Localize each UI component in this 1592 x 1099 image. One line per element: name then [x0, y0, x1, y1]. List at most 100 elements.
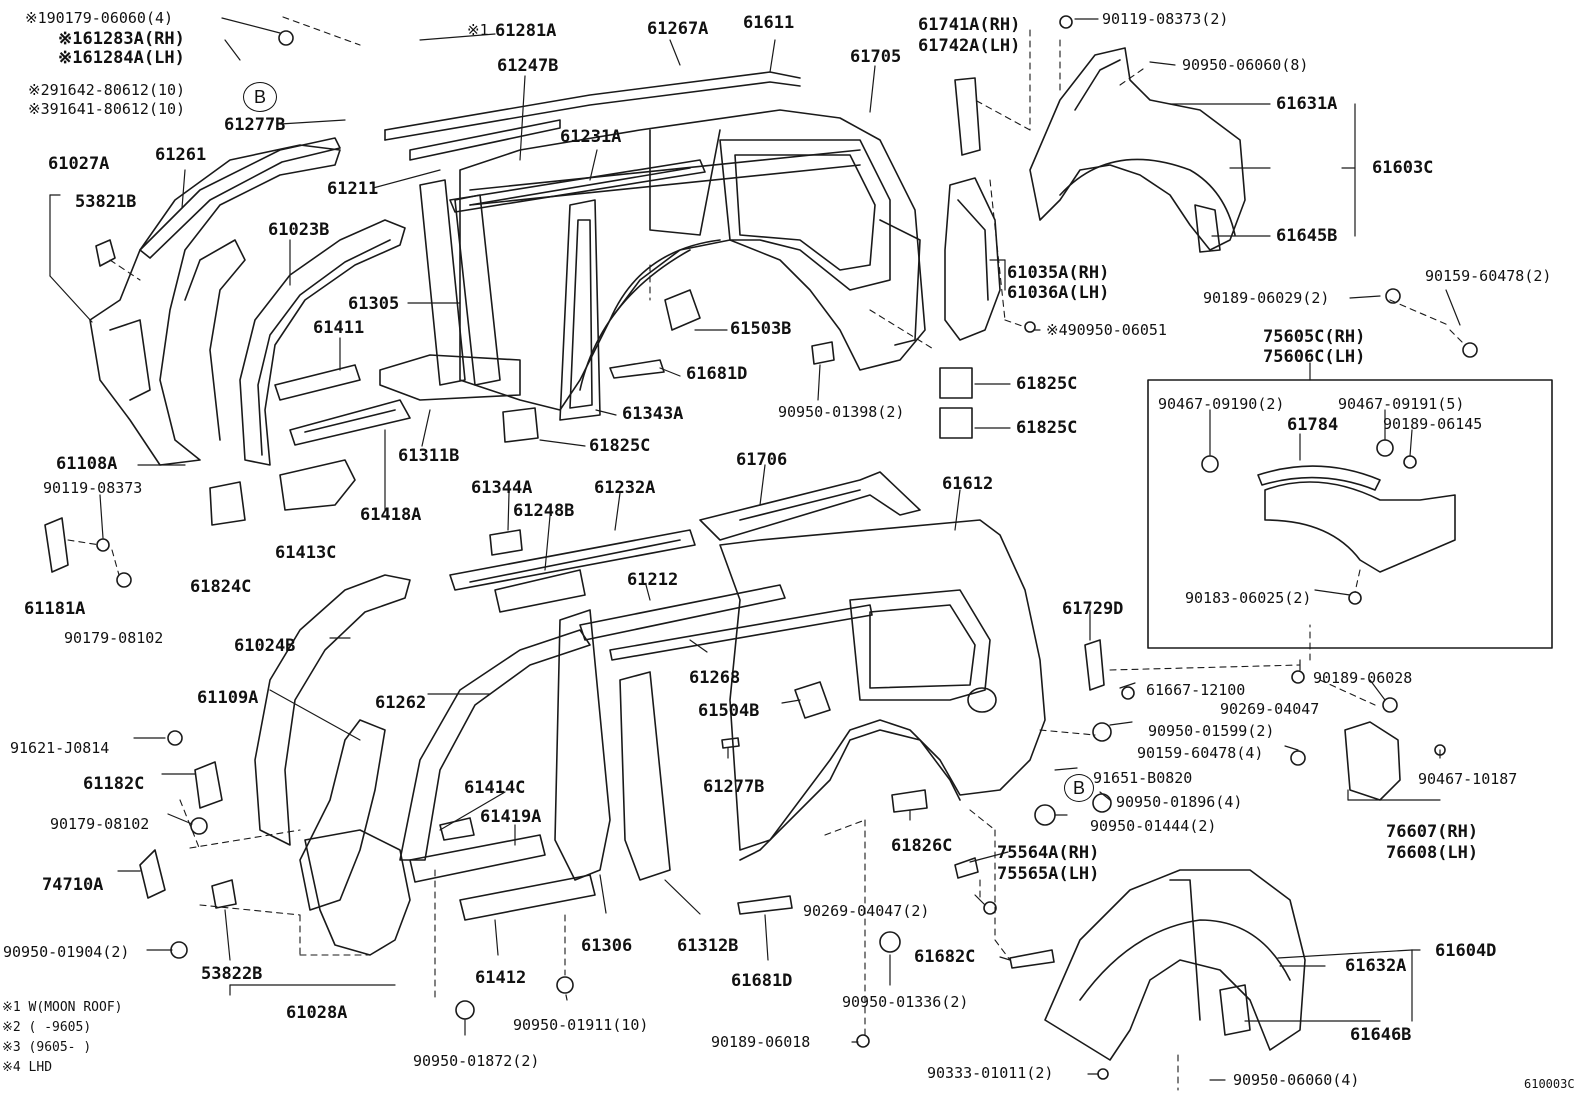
- label-61035A: 61035A(RH): [1007, 263, 1110, 283]
- roof-side-61706: [699, 471, 921, 541]
- label-61262: 61262: [375, 693, 427, 713]
- label-61412: 61412: [475, 968, 527, 988]
- rail-61212: [579, 584, 786, 641]
- label-90467-09190: 90467-09190(2): [1158, 395, 1285, 413]
- pad-61825C-a: [502, 407, 539, 443]
- label-74710A: 74710A: [42, 875, 104, 895]
- reference-circle-b-upper: B: [243, 82, 277, 112]
- label-61646B: 61646B: [1350, 1025, 1412, 1045]
- roof-rail-61267A: [384, 71, 801, 141]
- bracket-61504B: [794, 681, 831, 719]
- label-76607: 76607(RH): [1386, 822, 1479, 842]
- front-pillar-outer-61261: [139, 137, 341, 259]
- label-90189-06028: 90189-06028: [1313, 669, 1413, 687]
- bracket-61181A: [44, 517, 69, 573]
- label-61312B: 61312B: [677, 936, 739, 956]
- label-61232A: 61232A: [594, 478, 656, 498]
- pad-61825C-c: [939, 407, 973, 439]
- label-61284A: ※161284A(LH): [58, 48, 185, 68]
- label-90179-06060: ※190179-06060(4): [25, 9, 174, 27]
- label-61182C: 61182C: [83, 774, 145, 794]
- bracket-76607: [1344, 721, 1401, 801]
- label-90950-01911: 90950-01911(10): [513, 1016, 649, 1034]
- pillar-61306: [554, 609, 611, 881]
- label-90269-04047-2: 90269-04047(2): [803, 902, 930, 920]
- bracket-61645B: [1194, 204, 1221, 253]
- label-61281A: 61281A: [495, 21, 557, 41]
- label-90333-01011: 90333-01011(2): [927, 1064, 1054, 1082]
- label-90189-06029: 90189-06029(2): [1203, 289, 1330, 307]
- label-61645B: 61645B: [1276, 226, 1338, 246]
- label-90950-01872: 90950-01872(2): [413, 1052, 540, 1070]
- pillar-61305: [379, 179, 521, 401]
- roof-side-inner-61232A: [449, 529, 696, 591]
- bracket-61729D: [1084, 639, 1105, 691]
- label-61632A: 61632A: [1345, 956, 1407, 976]
- rocker-61418A: [289, 399, 411, 446]
- part-61344A: [489, 529, 523, 556]
- label-90269-04047: 90269-04047: [1220, 700, 1320, 718]
- note-4: ※4 LHD: [2, 1060, 53, 1075]
- label-90189-06145: 90189-06145: [1383, 415, 1483, 433]
- label-61504B: 61504B: [698, 701, 760, 721]
- pillar-61312B: [619, 671, 671, 881]
- label-61212: 61212: [627, 570, 679, 590]
- dashed-guides: [67, 16, 1466, 1091]
- label-75564A: 75564A(RH): [997, 843, 1100, 863]
- label-61028A: 61028A: [286, 1003, 348, 1023]
- pad-61825C-b: [939, 367, 973, 399]
- label-61311B: 61311B: [398, 446, 460, 466]
- label-61024B: 61024B: [234, 636, 296, 656]
- label-61343A: 61343A: [622, 404, 684, 424]
- note-2: ※2 ( -9605): [2, 1020, 92, 1035]
- upper-side-panel-61611: [459, 109, 926, 411]
- label-90467-10187: 90467-10187: [1418, 770, 1518, 788]
- rail-61268: [609, 604, 873, 661]
- label-61036A: 61036A(LH): [1007, 283, 1110, 303]
- part-61681D-upper: [609, 359, 665, 379]
- label-61305: 61305: [348, 294, 400, 314]
- label-61181A: 61181A: [24, 599, 86, 619]
- bracket-61413C: [279, 459, 356, 511]
- label-75565A: 75565A(LH): [997, 864, 1100, 884]
- label-61277B-upper: 61277B: [224, 115, 286, 135]
- pillar-61343A: [559, 199, 601, 421]
- part-61682C: [1009, 949, 1055, 969]
- label-53821B: 53821B: [75, 192, 137, 212]
- label-61261: 61261: [155, 145, 207, 165]
- diagram-reference-code: 610003C: [1524, 1077, 1575, 1091]
- label-61825C-b: 61825C: [1016, 374, 1078, 394]
- label-90179-08102-a: 90179-08102: [64, 629, 164, 647]
- label-90159-60478-4: 90159-60478(4): [1137, 744, 1264, 762]
- label-90159-60478-2: 90159-60478(2): [1425, 267, 1552, 285]
- label-90119-08373: 90119-08373: [43, 479, 143, 497]
- label-90950-01444: 90950-01444(2): [1090, 817, 1217, 835]
- part-53822B: [211, 879, 237, 909]
- label-61344A: 61344A: [471, 478, 533, 498]
- label-90950-06060-8: 90950-06060(8): [1182, 56, 1309, 74]
- label-61667-12100: 61667-12100: [1146, 681, 1246, 699]
- label-90467-09191: 90467-09191(5): [1338, 395, 1465, 413]
- label-61306: 61306: [581, 936, 633, 956]
- label-90119-08373-2: 90119-08373(2): [1102, 10, 1229, 28]
- wheelhouse-61603C: [1029, 47, 1246, 251]
- front-pillar-61024B: [254, 574, 411, 846]
- part-53821B: [95, 239, 116, 267]
- label-61612: 61612: [942, 474, 994, 494]
- label-61706: 61706: [736, 450, 788, 470]
- pad-61824C: [209, 481, 246, 526]
- label-61248B: 61248B: [513, 501, 575, 521]
- part-90950-01398: [811, 341, 835, 365]
- label-61681D-upper: 61681D: [686, 364, 748, 384]
- label-61503B: 61503B: [730, 319, 792, 339]
- label-90179-08102-b: 90179-08102: [50, 815, 150, 833]
- cowl-61028A: [304, 829, 411, 956]
- label-90950-01896: 90950-01896(4): [1116, 793, 1243, 811]
- label-61631A: 61631A: [1276, 94, 1338, 114]
- label-61247B: 61247B: [497, 56, 559, 76]
- label-76608: 76608(LH): [1386, 843, 1479, 863]
- label-90950-01599: 90950-01599(2): [1148, 722, 1275, 740]
- bracket-74710A: [139, 849, 166, 899]
